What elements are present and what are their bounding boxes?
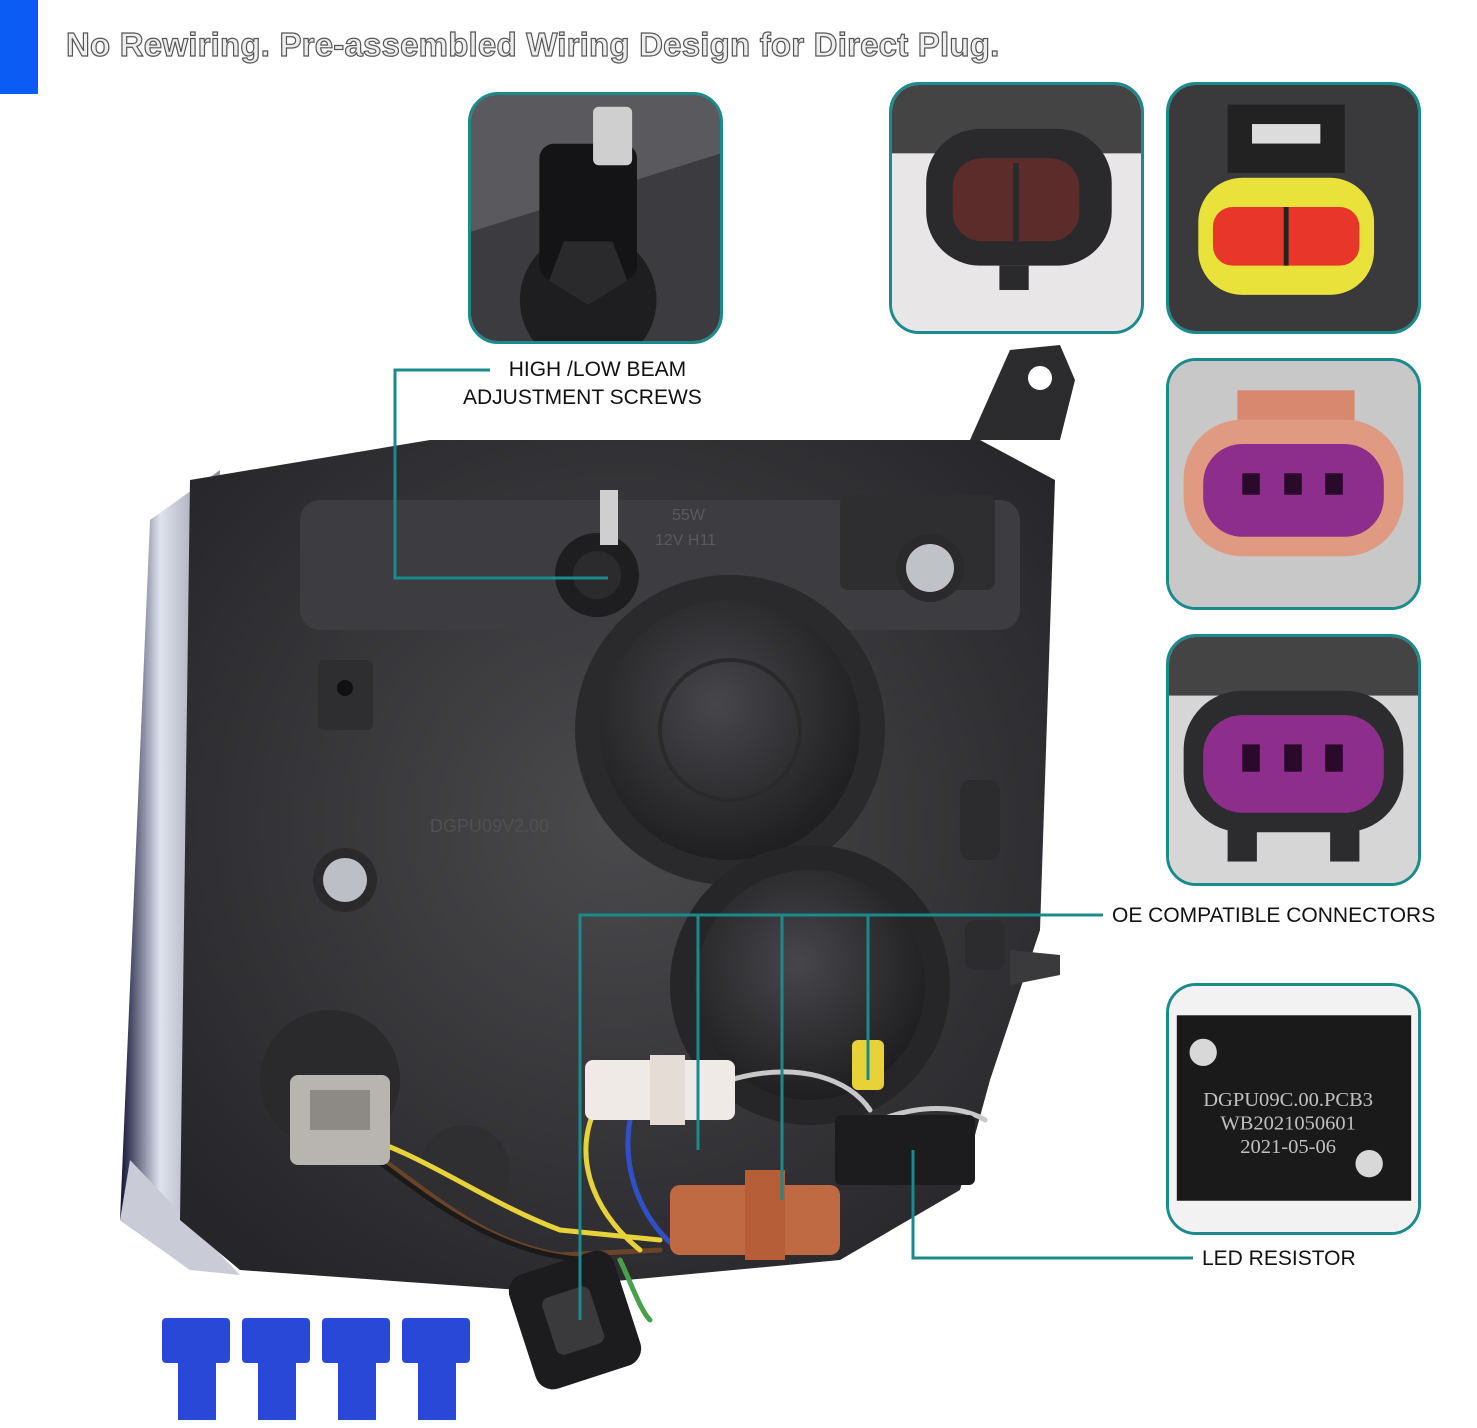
connectors-label: OE COMPATIBLE CONNECTORS bbox=[1112, 904, 1436, 927]
accent-bar bbox=[0, 0, 38, 94]
thumb-led-resistor: DGPU09C.00.PCB3 WB2021050601 2021-05-06 bbox=[1166, 983, 1421, 1235]
quick-splice-1 bbox=[162, 1318, 230, 1420]
thumb-connector-purple-orange bbox=[1166, 358, 1421, 610]
connectors-callout-line bbox=[578, 913, 1103, 1320]
beam-screws-label: HIGH /LOW BEAM ADJUSTMENT SCREWS bbox=[463, 356, 702, 412]
resistor-label: LED RESISTOR bbox=[1202, 1247, 1356, 1270]
thumb-adjustment-screw bbox=[468, 92, 723, 344]
thumb-connector-purple-black bbox=[1166, 634, 1421, 886]
beam-screws-label-line1: HIGH /LOW BEAM bbox=[508, 358, 687, 381]
bulb-rating-marking: 55W bbox=[672, 507, 706, 524]
resistor-label-line1: DGPU09C.00.PCB3 bbox=[1203, 1089, 1373, 1111]
thumb-connector-brown bbox=[889, 82, 1144, 334]
headline: No Rewiring. Pre-assembled Wiring Design… bbox=[65, 25, 1000, 63]
quick-splice-connectors bbox=[162, 1318, 470, 1420]
quick-splice-4 bbox=[402, 1318, 470, 1420]
quick-splice-3 bbox=[322, 1318, 390, 1420]
resistor-screw-top bbox=[1189, 1038, 1217, 1067]
part-code-marking: DGPU09V2.00 bbox=[430, 816, 549, 836]
quick-splice-2 bbox=[242, 1318, 310, 1420]
beam-screws-label-line2: ADJUSTMENT SCREWS bbox=[463, 386, 702, 409]
beam-screws-callout-line bbox=[393, 368, 608, 580]
resistor-box bbox=[835, 1115, 975, 1185]
resistor-callout-line bbox=[911, 1150, 1193, 1260]
resistor-label-line3: 2021-05-06 bbox=[1240, 1136, 1336, 1158]
callout-lines bbox=[393, 368, 1193, 1320]
thumb-connector-red-yellow bbox=[1166, 82, 1421, 334]
bulb-type-marking: 12V H11 bbox=[655, 532, 716, 549]
resistor-screw-bottom bbox=[1355, 1150, 1383, 1178]
resistor-label-line2: WB2021050601 bbox=[1220, 1113, 1356, 1135]
